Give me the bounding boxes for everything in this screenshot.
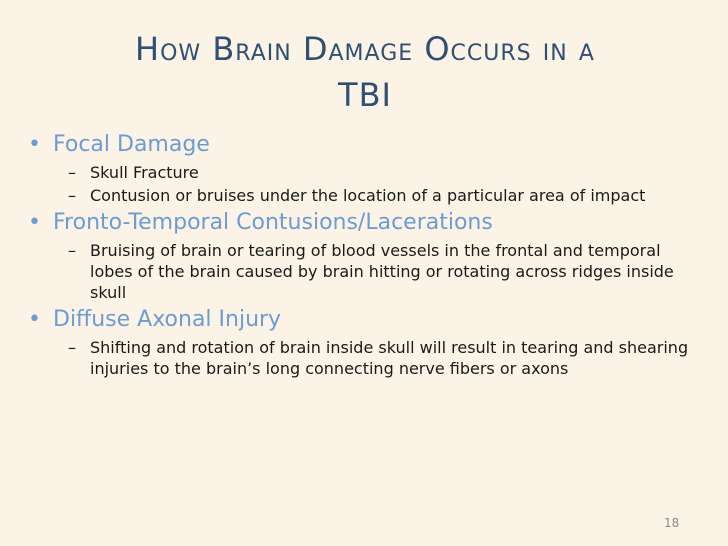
dash-icon: – xyxy=(68,163,76,182)
bullet-item: • Focal Damage xyxy=(28,130,698,160)
sub-item: – Skull Fracture xyxy=(68,162,698,183)
slide-title: How Brain Damage Occurs in a TBI xyxy=(60,26,670,118)
sub-item-text: Bruising of brain or tearing of blood ve… xyxy=(90,241,674,302)
bullet-label: Diffuse Axonal Injury xyxy=(53,307,282,332)
sub-list: – Skull Fracture – Contusion or bruises … xyxy=(68,162,698,206)
sub-list: – Bruising of brain or tearing of blood … xyxy=(68,240,698,303)
bullet-dot-icon: • xyxy=(28,210,41,235)
sub-list: – Shifting and rotation of brain inside … xyxy=(68,337,698,379)
sub-item: – Shifting and rotation of brain inside … xyxy=(68,337,698,379)
dash-icon: – xyxy=(68,186,76,205)
sub-item: – Bruising of brain or tearing of blood … xyxy=(68,240,698,303)
dash-icon: – xyxy=(68,338,76,357)
sub-item: – Contusion or bruises under the locatio… xyxy=(68,185,698,206)
bullet-item: • Fronto-Temporal Contusions/Lacerations xyxy=(28,208,698,238)
slide-title-line-2: TBI xyxy=(338,76,392,114)
bullet-dot-icon: • xyxy=(28,132,41,157)
slide-title-line-1: How Brain Damage Occurs in a xyxy=(135,30,595,68)
bullet-label: Fronto-Temporal Contusions/Lacerations xyxy=(53,210,493,235)
dash-icon: – xyxy=(68,241,76,260)
page-number: 18 xyxy=(664,516,680,530)
bullet-label: Focal Damage xyxy=(53,132,210,157)
sub-item-text: Shifting and rotation of brain inside sk… xyxy=(90,338,689,378)
bullet-list: • Focal Damage – Skull Fracture – Contus… xyxy=(28,130,698,381)
bullet-item: • Diffuse Axonal Injury xyxy=(28,305,698,335)
sub-item-text: Contusion or bruises under the location … xyxy=(90,186,646,205)
bullet-dot-icon: • xyxy=(28,307,41,332)
sub-item-text: Skull Fracture xyxy=(90,163,199,182)
